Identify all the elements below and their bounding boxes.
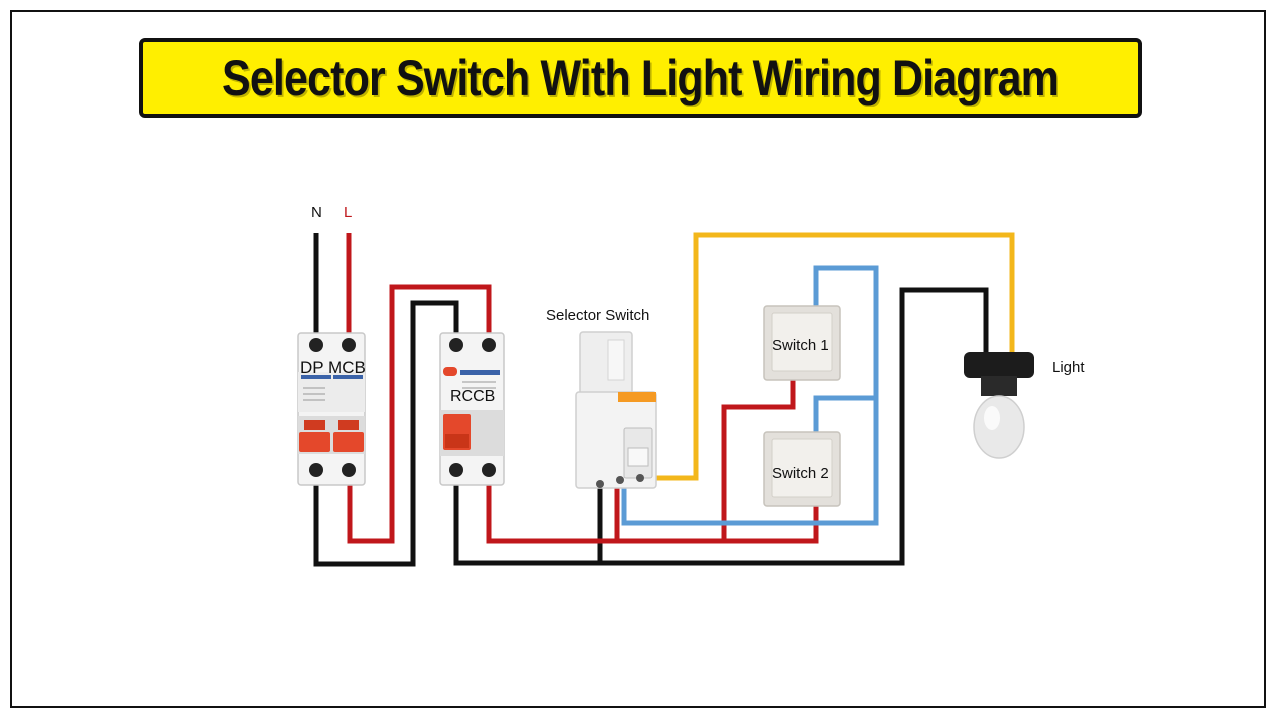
dp-mcb <box>297 332 366 486</box>
rccb-label: RCCB <box>450 388 495 405</box>
switch2-label: Switch 2 <box>772 465 829 482</box>
switch1-label: Switch 1 <box>772 337 829 354</box>
yellow-light-wire <box>645 232 1015 481</box>
dp-mcb-label: DP MCB <box>300 358 366 377</box>
neutral-label: N <box>311 204 322 221</box>
rccb <box>439 332 505 486</box>
diagram-frame <box>10 10 1266 708</box>
mcb-rccb-line-wire <box>347 284 492 544</box>
title-banner: Selector Switch With Light Wiring Diagra… <box>139 38 1142 118</box>
switch-1 <box>763 305 841 381</box>
selector-switch-label: Selector Switch <box>546 307 649 324</box>
mcb-rccb-neutral-wire <box>313 300 459 567</box>
switch-2 <box>763 431 841 507</box>
rccb-neutral-out-wire <box>453 287 989 566</box>
light-bulb <box>964 352 1034 459</box>
selector-switch <box>575 331 657 489</box>
light-label: Light <box>1052 359 1085 376</box>
diagram-title: Selector Switch With Light Wiring Diagra… <box>222 50 1060 106</box>
line-label: L <box>344 204 352 221</box>
switch1-line-wire <box>721 380 796 541</box>
blue-switch2-wire <box>813 395 876 432</box>
